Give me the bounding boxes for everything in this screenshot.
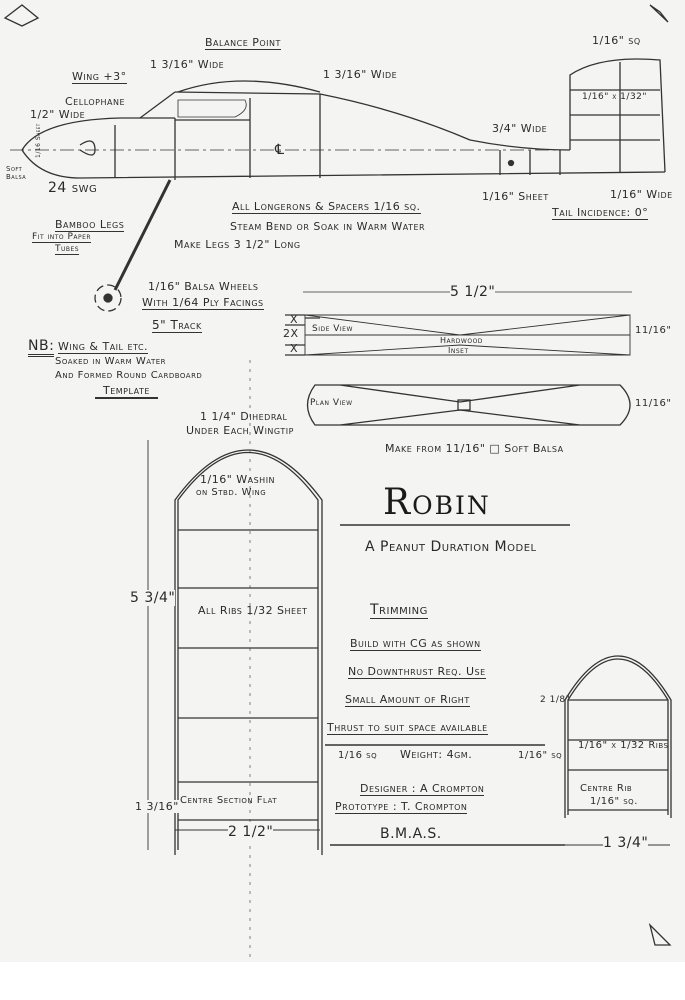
centre-rib-label: Centre Rib xyxy=(580,783,633,794)
washin-label: 1/16" Washin xyxy=(200,473,276,486)
trim-line-3: Small Amount of Right xyxy=(345,693,470,707)
cabin-rear-width-label: 1 3/16" Wide xyxy=(323,68,398,81)
track-label: 5" Track xyxy=(152,318,202,333)
fin-spar-label: 1/16" x 1/32" xyxy=(582,92,648,102)
hardwood-label: Hardwood xyxy=(440,336,483,345)
longerons-label: All Longerons & Spacers 1/16 sq. xyxy=(232,200,421,214)
fit-tubes-label: Fit into Paper xyxy=(32,232,92,243)
centre-height-label: 1 3/16" xyxy=(135,800,179,813)
corner-mark xyxy=(648,922,672,946)
hook-wire-label: 24 swg xyxy=(48,180,98,196)
balance-point-label: Balance Point xyxy=(205,36,281,50)
tail-height-label: 2 1/8" xyxy=(540,695,571,705)
nose-width-label: 1/2" Wide xyxy=(30,108,86,121)
plan-view-label: Plan View xyxy=(310,398,353,408)
corner-mark xyxy=(3,4,40,27)
side-height-label: 11/16" xyxy=(635,325,672,336)
wing-tail-note: Wing & Tail etc. xyxy=(58,340,149,354)
designer-credit: Designer : A Crompton xyxy=(360,782,485,796)
facings-label: With 1/64 Ply Facings xyxy=(142,296,264,310)
corner-mark xyxy=(649,4,669,23)
cabin-width-label: 1 3/16" Wide xyxy=(150,58,225,71)
steam-bend-label: Steam Bend or Soak in Warm Water xyxy=(230,220,426,233)
side-view-label: Side View xyxy=(312,324,353,334)
centre-section-label: Centre Section Flat xyxy=(180,795,278,806)
tubes-label: Tubes xyxy=(55,244,80,255)
wing-plan-view xyxy=(147,360,323,960)
nose-sheet-label: 1/16 Sheet xyxy=(35,123,42,158)
template-note: Template xyxy=(95,384,158,399)
club-credit: B.M.A.S. xyxy=(380,826,442,842)
title: Robin xyxy=(383,482,491,523)
inset-label: Inset xyxy=(448,346,469,355)
undercarriage xyxy=(94,179,172,312)
wing-incidence-label: Wing +3° xyxy=(72,70,127,84)
bamboo-legs-label: Bamboo Legs xyxy=(55,218,125,232)
nb-label: NB: xyxy=(28,338,55,357)
wheels-label: 1/16" Balsa Wheels xyxy=(148,280,259,293)
subtitle: A Peanut Duration Model xyxy=(365,539,537,555)
centre-rib-size-label: 1/16" sq. xyxy=(590,796,638,807)
spar-right-label: 1/16" sq xyxy=(518,750,563,761)
title-rules xyxy=(325,524,570,846)
tail-sheet-label: 1/16" Sheet xyxy=(482,190,549,203)
dihedral-label: 1 1/4" Dihedral xyxy=(200,410,288,423)
leg-length-label: Make Legs 3 1/2" Long xyxy=(174,238,301,251)
prototype-credit: Prototype : T. Crompton xyxy=(335,800,468,814)
trim-line-4: Thrust to suit space available xyxy=(327,721,488,735)
centerline-symbol: ℄ xyxy=(275,142,285,158)
tail-chord-label: 1 3/4" xyxy=(603,835,649,851)
fin-top-label: 1/16" sq xyxy=(592,34,641,47)
prop-length-label: 5 1/2" xyxy=(450,284,496,300)
under-tip-label: Under Each Wingtip xyxy=(186,424,294,437)
tail-ribs-label: 1/16" x 1/32 Ribs xyxy=(578,740,669,751)
x-top-label: X xyxy=(290,313,299,326)
trimming-heading: Trimming xyxy=(370,602,428,619)
spar-left-label: 1/16 sq xyxy=(338,750,378,761)
tail-end-width-label: 1/16" Wide xyxy=(610,188,673,201)
trim-line-2: No Downthrust Req. Use xyxy=(348,665,486,679)
plan-height-label: 11/16" xyxy=(635,398,672,409)
plan-sheet xyxy=(0,0,685,962)
span-label: 5 3/4" xyxy=(130,590,176,606)
tail-width-label: 3/4" Wide xyxy=(492,122,548,135)
ribs-label: All Ribs 1/32 Sheet xyxy=(198,604,308,617)
x-mid-label: 2X xyxy=(283,327,299,340)
fuselage-side-view xyxy=(10,58,666,180)
tail-incidence-label: Tail Incidence: 0° xyxy=(552,206,649,220)
soft-balsa-label: Soft Balsa xyxy=(6,165,27,181)
cellophane-label: Cellophane xyxy=(65,95,126,108)
formed-note: And Formed Round Cardboard xyxy=(55,370,203,381)
soaked-note: Soaked in Warm Water xyxy=(55,356,167,367)
prop-material-label: Make from 11/16" □ Soft Balsa xyxy=(385,442,564,455)
stbd-label: on Stbd. Wing xyxy=(196,487,267,498)
x-bot-label: X xyxy=(290,342,299,355)
chord-label: 2 1/2" xyxy=(228,824,274,840)
weight-label: Weight: 4gm. xyxy=(400,748,473,761)
trim-line-1: Build with CG as shown xyxy=(350,637,481,651)
